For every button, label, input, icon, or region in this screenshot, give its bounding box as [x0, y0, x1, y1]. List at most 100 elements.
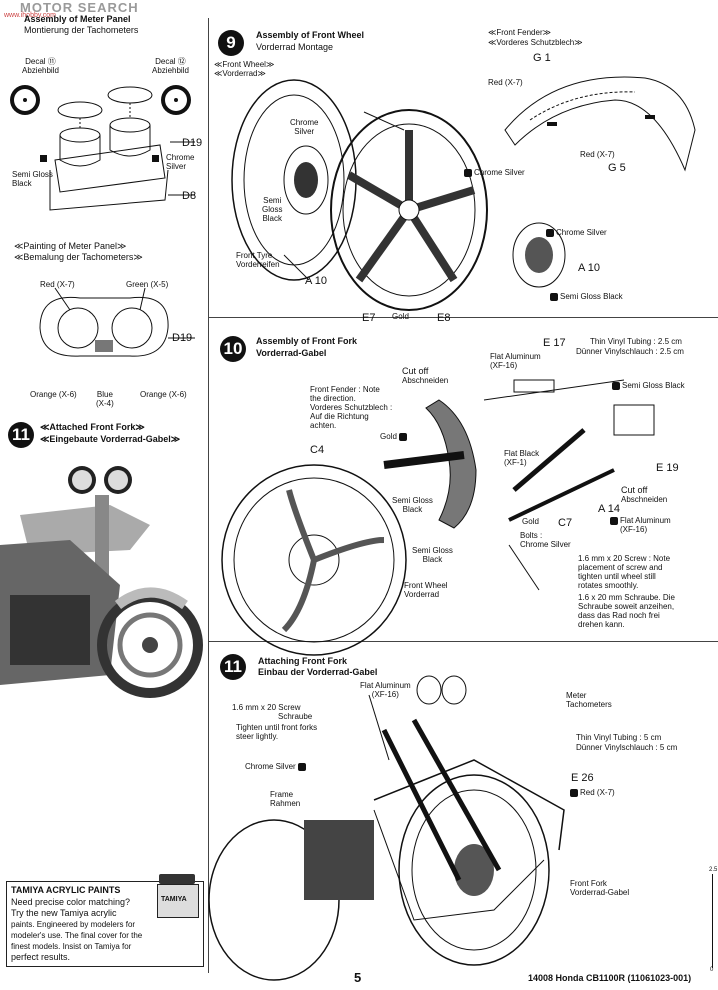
- step9-gold: Gold: [392, 312, 409, 321]
- step11-tubing: Thin Vinyl Tubing : 5 cm: [576, 733, 662, 742]
- part-e7: E7: [362, 312, 376, 324]
- part-g1: G 1: [533, 52, 551, 64]
- part-d19: D19: [182, 137, 203, 149]
- orange-right-label: Orange (X-6): [140, 390, 187, 399]
- step11-chrome-silver: Chrome Silver: [245, 762, 308, 771]
- meter-painting-drawing: [39, 287, 195, 357]
- step10-semi-gloss-black-3: Semi Gloss Black: [412, 546, 453, 564]
- step9-chrome-silver-3: Chrome Silver: [546, 228, 607, 237]
- step9-title: Assembly of Front Wheel: [256, 30, 365, 40]
- step10-semi-gloss-black-2: Semi Gloss Black: [392, 496, 433, 514]
- step10-tubing-de: Dünner Vinylschlauch : 2.5 cm: [576, 347, 684, 356]
- step11-red: Red (X-7): [570, 788, 615, 797]
- screw-note: 1.6 mm x 20 Screw : Note placement of sc…: [578, 554, 671, 590]
- part-e19: E 19: [656, 462, 679, 474]
- red-label: Red (X-7): [40, 280, 75, 289]
- step9-chrome-silver-2: Chrome Silver: [464, 168, 525, 177]
- front-wheel-drawing: [231, 79, 566, 311]
- step10-title: Assembly of Front Fork: [256, 336, 358, 346]
- step11-screw-note: Tighten until front forks steer lightly.: [236, 723, 318, 741]
- orange-left-label: Orange (X-6): [30, 390, 77, 399]
- step9-semi-gloss-black-2: Semi Gloss Black: [550, 292, 623, 301]
- step10-gold: Gold: [380, 432, 409, 441]
- paint-jar-icon: TAMIYA: [157, 874, 199, 918]
- fender-red-1: Red (X-7): [488, 78, 523, 87]
- blue-label: Blue (X-4): [96, 390, 114, 408]
- attached-step-number: 11: [8, 422, 34, 448]
- part-e17: E 17: [543, 337, 566, 349]
- tamiya-paints-box: TAMIYA ACRYLIC PAINTS Need precise color…: [6, 874, 204, 967]
- step11-title-de: Einbau der Vorderrad-Gabel: [258, 667, 378, 677]
- step9-number: 9: [218, 30, 244, 56]
- step10-gold-2: Gold: [522, 517, 539, 526]
- step10-tubing: Thin Vinyl Tubing : 2.5 cm: [590, 337, 682, 346]
- paint-jar-label: TAMIYA: [161, 896, 187, 903]
- part-e26: E 26: [571, 772, 594, 784]
- front-fork-drawing: [221, 379, 655, 656]
- column-divider: [208, 18, 209, 973]
- painting-title-de: ≪Bemalung der Tachometers≫: [14, 252, 143, 262]
- page-number: 5: [354, 970, 362, 985]
- attached-title-de: ≪Eingebaute Vorderrad-Gabel≫: [40, 434, 181, 444]
- step10-divider: [208, 641, 718, 642]
- paints-text: Need precise color matching? Try the new…: [11, 897, 142, 963]
- paints-title: TAMIYA ACRYLIC PAINTS: [11, 885, 121, 895]
- step10-bolts: Bolts :Chrome Silver: [520, 531, 571, 549]
- fender-label: ≪Front Fender≫: [488, 28, 551, 37]
- fender-note: Front Fender : Note the direction. Vorde…: [310, 385, 393, 430]
- paints-line: Need precise color matching?: [11, 897, 131, 907]
- step9-semi-gloss-black: Semi Gloss Black: [262, 196, 283, 223]
- step9-chrome-silver: Chrome Silver: [290, 118, 319, 136]
- chrome-silver-label: Chrome Silver: [166, 153, 195, 171]
- step9-title-de: Vorderrad Montage: [256, 42, 334, 52]
- semi-gloss-black-label: Semi Gloss Black: [12, 170, 53, 188]
- step9-divider: [208, 317, 718, 318]
- scale-bottom: 0: [710, 967, 714, 973]
- part-g5: G 5: [608, 162, 626, 174]
- paints-line: finest models. Insist on Tamiya for: [11, 942, 132, 951]
- step9-sub: ≪Front Wheel≫: [214, 60, 275, 69]
- part-d19b: D19: [172, 332, 193, 344]
- step10-flat-al: Flat Aluminum(XF-16): [490, 352, 541, 370]
- part-d8: D8: [182, 190, 197, 202]
- paints-line: modeler's use. The final cover for the: [11, 931, 143, 940]
- screw-note-de: 1.6 x 20 mm Schraube. Die Schraube sowei…: [578, 593, 675, 629]
- watermark-text: MOTOR SEARCH: [20, 0, 139, 15]
- step11-number: 11: [220, 654, 246, 680]
- green-label: Green (X-5): [126, 280, 169, 289]
- frame-fork-drawing: [208, 675, 565, 981]
- fender-red-2: Red (X-7): [580, 150, 615, 159]
- fender-label-de: ≪Vorderes Schutzblech≫: [488, 38, 583, 47]
- part-c4: C4: [310, 444, 325, 456]
- paints-line: Try the new Tamiya acrylic: [11, 908, 117, 918]
- meter-title-de: Montierung der Tachometers: [24, 25, 139, 35]
- step10-flat-black: Flat Black(XF-1): [504, 449, 540, 467]
- step11-tubing-de: Dünner Vinylschlauch : 5 cm: [576, 743, 678, 752]
- footer-code: 14008 Honda CB1100R (11061023-001): [528, 973, 692, 983]
- step10-semi-gloss-black: Semi Gloss Black: [612, 381, 685, 390]
- front-fender-drawing: [504, 76, 696, 172]
- scale-top: 2.5: [709, 867, 718, 873]
- step10-title-de: Vorderrad-Gabel: [256, 348, 327, 358]
- watermark: MOTOR SEARCH www.ihobby.com: [2, 0, 152, 20]
- part-c7: C7: [558, 517, 573, 529]
- painting-title: ≪Painting of Meter Panel≫: [14, 241, 127, 251]
- watermark-sub: www.ihobby.com: [4, 12, 57, 19]
- step11-title: Attaching Front Fork: [258, 656, 347, 666]
- meter-panel-drawing: [10, 85, 195, 211]
- step11-flat-al: Flat Aluminum(XF-16): [360, 681, 411, 699]
- part-e8: E8: [437, 312, 451, 324]
- meter-title: Assembly of Meter Panel: [24, 14, 131, 24]
- paints-line: paints. Engineered by modelers for: [11, 920, 136, 929]
- motorcycle-photo: [0, 455, 208, 725]
- paints-line: perfect results.: [11, 952, 71, 962]
